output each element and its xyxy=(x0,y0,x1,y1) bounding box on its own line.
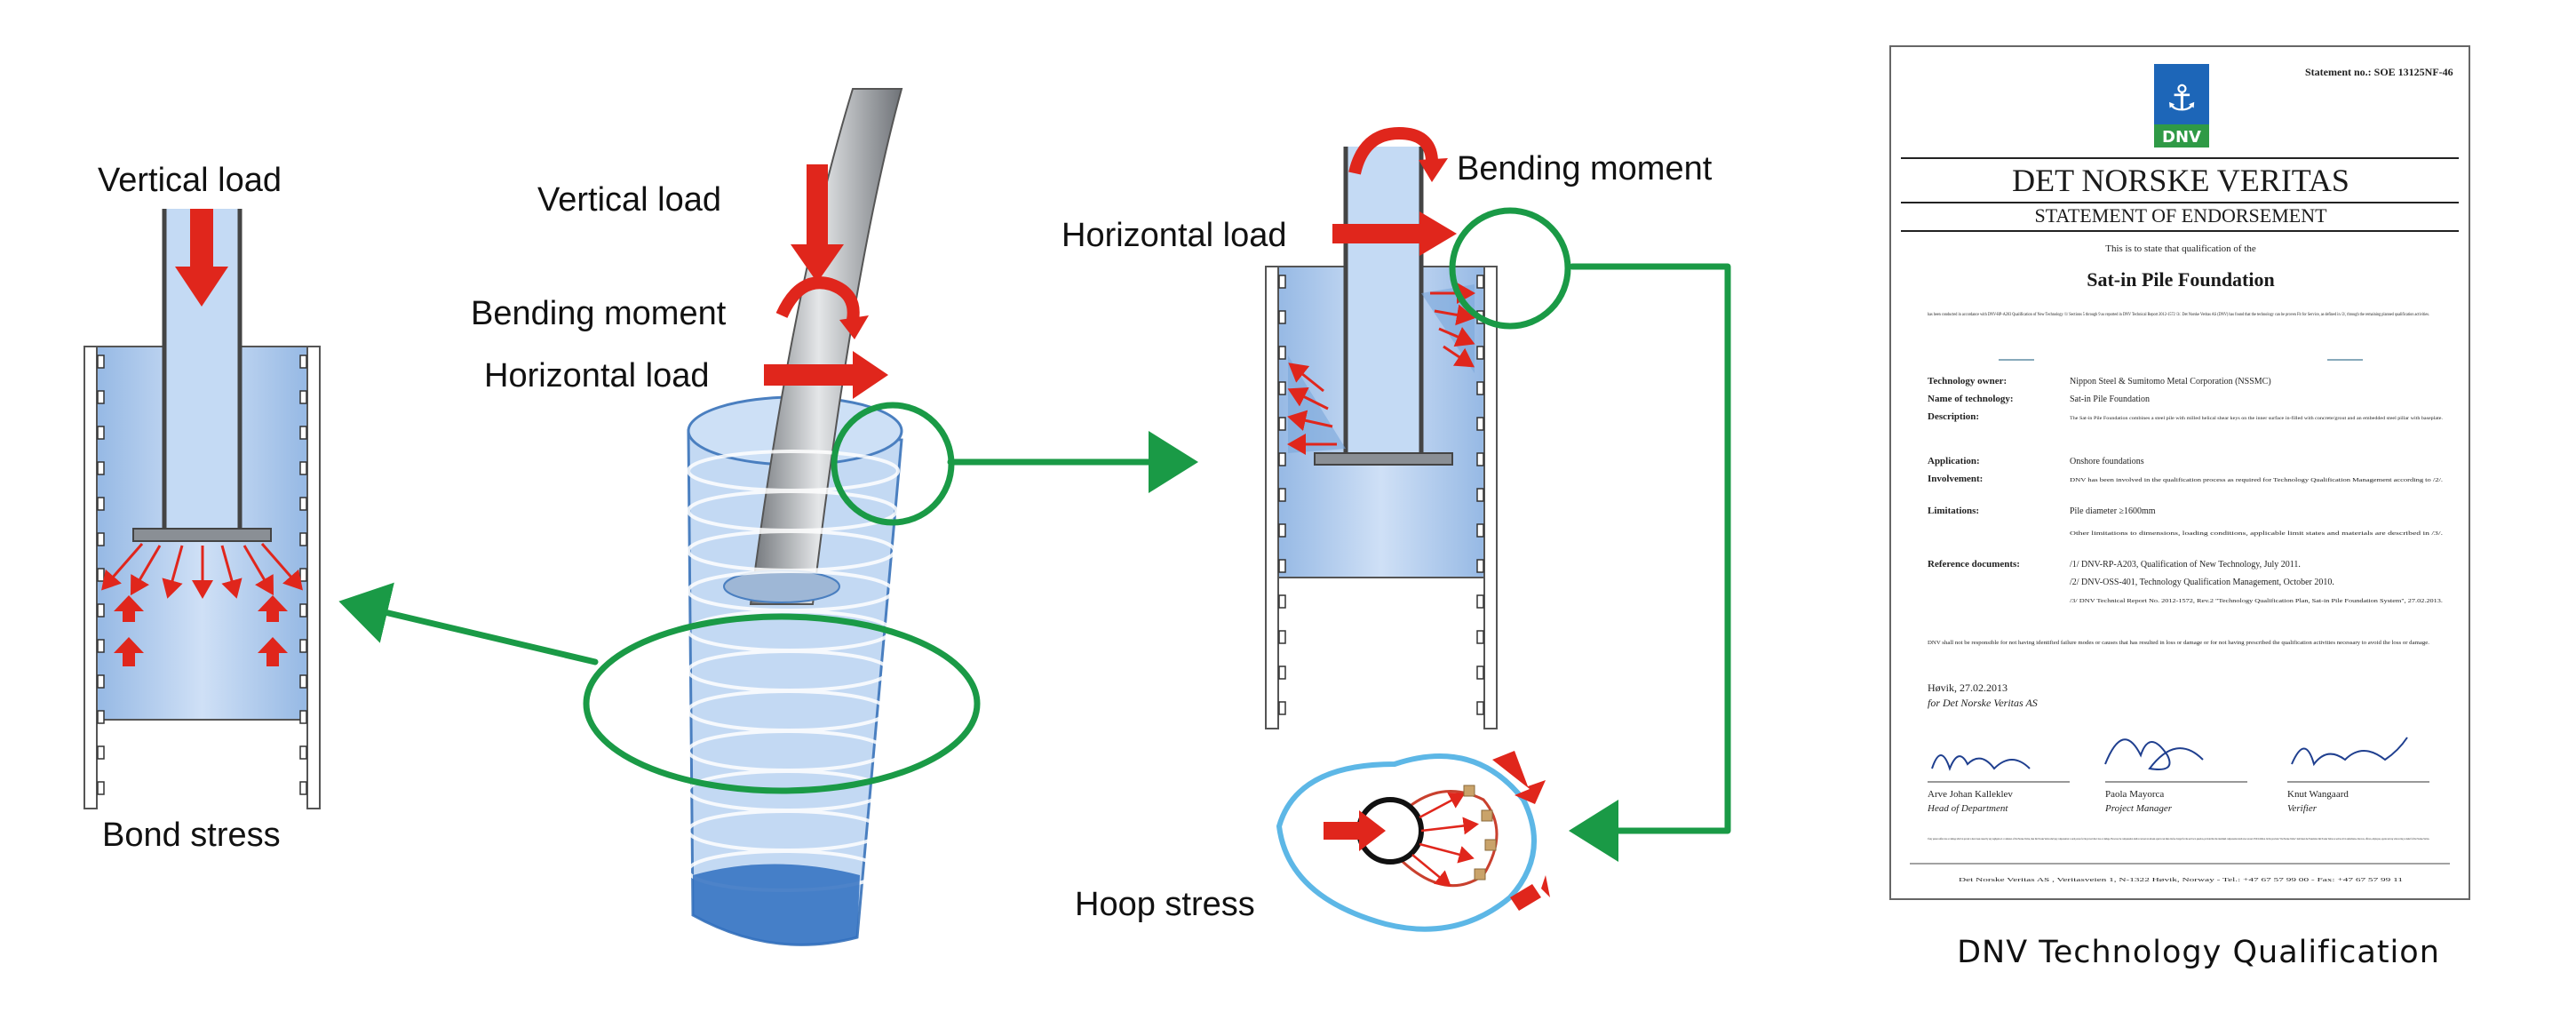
dnv-certificate: Statement no.: SOE 13125NF-46 ⚓ DNV DET … xyxy=(1889,45,2470,900)
svg-text:/2/ DNV-OSS-401, Technology Qu: /2/ DNV-OSS-401, Technology Qualificatio… xyxy=(2070,578,2334,587)
svg-text:Sat-in Pile Foundation: Sat-in Pile Foundation xyxy=(2070,394,2150,404)
left-vertical-load-arrow xyxy=(175,209,228,307)
right-baseplate xyxy=(1314,452,1453,466)
cert-statement-no: Statement no.: SOE 13125NF-46 xyxy=(2305,66,2453,78)
hoop-input-arrow xyxy=(1324,810,1386,851)
mid-3d-pile: Vertical load Bending moment Horizontal … xyxy=(471,88,981,946)
svg-text:DNV: DNV xyxy=(2162,128,2201,147)
connector-arrows xyxy=(338,263,1731,862)
right-wall-keys xyxy=(1278,275,1484,715)
mid-bending-moment-label: Bending moment xyxy=(471,295,727,332)
left-pile-section: Vertical load Bond stress xyxy=(83,162,321,854)
right-bending-moment-label: Bending moment xyxy=(1457,150,1713,187)
right-horizontal-load-label: Horizontal load xyxy=(1061,217,1286,254)
cert-fields: Technology owner: Nippon Steel & Sumitom… xyxy=(1928,376,2444,604)
right-pile-section: Bending moment Horizontal load xyxy=(1061,126,1713,729)
svg-text:Onshore foundations: Onshore foundations xyxy=(2070,457,2144,466)
svg-text:Verifier: Verifier xyxy=(2287,803,2318,814)
mid-vertical-load-arrow xyxy=(791,164,844,283)
hoop-outward-arrows xyxy=(1492,751,1550,911)
cert-org-name: DET NORSKE VERITAS xyxy=(2012,163,2349,198)
svg-text:Project Manager: Project Manager xyxy=(2104,803,2173,814)
mid-bending-moment-arrow xyxy=(775,276,860,322)
cert-doc-title: STATEMENT OF ENDORSEMENT xyxy=(2034,204,2327,227)
left-wall-keys xyxy=(97,355,307,795)
left-bond-stress-arrows xyxy=(101,543,303,599)
svg-text:Nippon Steel & Sumitomo Metal: Nippon Steel & Sumitomo Metal Corporatio… xyxy=(2070,377,2271,387)
hoop-stress-section: Hoop stress xyxy=(1075,751,1550,932)
svg-text:/3/ DNV Technical Report No. 2: /3/ DNV Technical Report No. 2012-1572, … xyxy=(2070,598,2444,604)
cert-footer: Det Norske Veritas AS , Veritasveien 1, … xyxy=(1959,877,2403,883)
svg-text:DNV has been involved in the q: DNV has been involved in the qualificati… xyxy=(2070,477,2444,483)
cert-place-date: Høvik, 27.02.2013 xyxy=(1928,681,2008,694)
svg-text:The Sat-in Pile Foundation com: The Sat-in Pile Foundation combines a st… xyxy=(2070,415,2443,421)
mid-bottom-highlight-ellipse xyxy=(583,613,981,794)
svg-text:Other limitations to dimension: Other limitations to dimensions, loading… xyxy=(2070,530,2444,537)
cert-fine-print: If any person suffers loss or damage whi… xyxy=(1928,837,2429,841)
svg-text:Application:: Application: xyxy=(1928,456,1980,466)
cert-disclaimer: DNV shall not be responsible for not hav… xyxy=(1928,640,2430,646)
cert-for-org: for Det Norske Veritas AS xyxy=(1928,697,2038,709)
mid-vertical-load-label: Vertical load xyxy=(537,181,721,219)
cert-subject: Sat-in Pile Foundation xyxy=(2087,268,2274,291)
right-highlight-circle xyxy=(1449,207,1571,330)
left-bond-stress-label: Bond stress xyxy=(102,817,281,854)
left-baseplate xyxy=(132,528,272,542)
svg-text:Description:: Description: xyxy=(1928,411,1979,422)
hoop-radial-arrows xyxy=(1411,793,1479,888)
right-inner-pillar xyxy=(1346,147,1421,453)
svg-text:Name of technology:: Name of technology: xyxy=(1928,394,2014,404)
svg-text:⚓: ⚓ xyxy=(2166,78,2198,119)
svg-text:Arve Johan Kalleklev: Arve Johan Kalleklev xyxy=(1928,789,2013,800)
hoop-wall-keys xyxy=(1463,785,1497,881)
left-upward-arrows xyxy=(114,595,288,666)
svg-text:Technology owner:: Technology owner: xyxy=(1928,376,2007,387)
right-stress-arrows xyxy=(1287,283,1475,455)
arrow-to-hoop-section xyxy=(1569,263,1731,862)
mid-helical-rings xyxy=(687,450,900,892)
svg-text:Paola Mayorca: Paola Mayorca xyxy=(2105,789,2164,800)
mid-grout-bottom xyxy=(693,864,860,945)
hoop-stress-label: Hoop stress xyxy=(1075,886,1255,923)
svg-text:Knut Wangaard: Knut Wangaard xyxy=(2287,789,2349,800)
svg-text:This is to state that qualific: This is to state that qualification of t… xyxy=(2105,243,2256,254)
cert-body: has been conducted in accordance with DN… xyxy=(1928,311,2429,317)
svg-text:/1/ DNV-RP-A203, Qualification: /1/ DNV-RP-A203, Qualification of New Te… xyxy=(2070,560,2301,570)
right-bending-moment-arrow xyxy=(1348,126,1438,175)
right-horizontal-load-arrow xyxy=(1332,211,1457,256)
svg-text:Head of Department: Head of Department xyxy=(1927,803,2008,814)
dnv-logo: ⚓ DNV xyxy=(2154,64,2209,147)
cert-signatures xyxy=(1931,737,2408,771)
left-vertical-load-label: Vertical load xyxy=(98,162,282,199)
certificate-caption: DNV Technology Qualification xyxy=(1957,935,2440,970)
mid-horizontal-load-arrow xyxy=(764,351,888,399)
svg-text:Involvement:: Involvement: xyxy=(1928,474,1983,484)
svg-text:Pile diameter ≥1600mm: Pile diameter ≥1600mm xyxy=(2070,506,2156,516)
mid-horizontal-load-label: Horizontal load xyxy=(484,357,709,394)
arrow-to-left-panel xyxy=(338,582,599,665)
svg-text:Reference documents:: Reference documents: xyxy=(1928,559,2020,570)
svg-text:Limitations:: Limitations: xyxy=(1928,506,1979,516)
